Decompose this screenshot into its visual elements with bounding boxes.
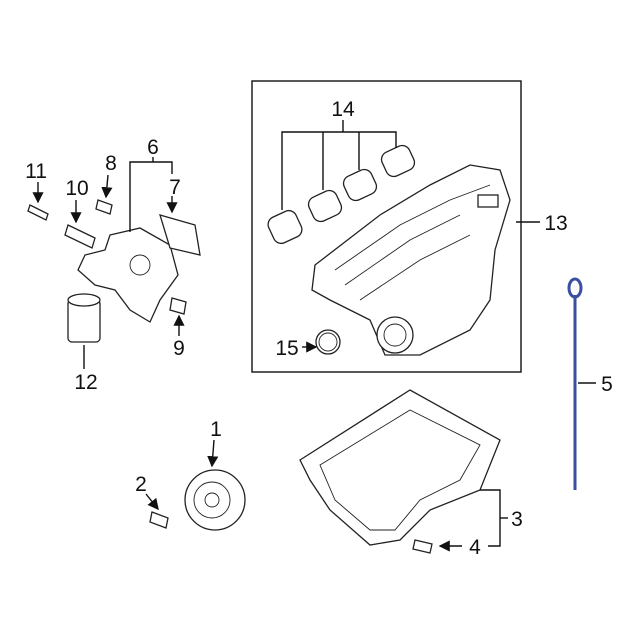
oil-filter xyxy=(67,293,101,343)
housing-gasket xyxy=(159,214,201,256)
callout-1: 1 xyxy=(210,418,222,441)
intake-gaskets xyxy=(267,144,416,245)
callout-11: 11 xyxy=(25,160,47,183)
oil-dipstick xyxy=(567,277,583,490)
callout-9: 9 xyxy=(173,337,185,360)
intake-manifold-group-box xyxy=(251,80,522,373)
crankshaft-pulley xyxy=(184,469,246,531)
callout-13: 13 xyxy=(544,212,567,235)
callout-14: 14 xyxy=(331,98,355,121)
callout-6: 6 xyxy=(147,136,159,159)
callout-15: 15 xyxy=(275,337,298,360)
callout-5: 5 xyxy=(601,373,613,396)
oil-pan xyxy=(299,389,501,546)
bolt-8 xyxy=(95,199,113,215)
callout-4: 4 xyxy=(469,536,481,559)
callout-7: 7 xyxy=(169,176,181,199)
callout-2: 2 xyxy=(135,473,147,496)
callout-3: 3 xyxy=(511,508,523,531)
sensor-9 xyxy=(169,297,187,315)
callout-10: 10 xyxy=(65,177,88,200)
o-ring xyxy=(315,329,341,355)
callout-12: 12 xyxy=(74,371,97,394)
leader-lines xyxy=(32,120,596,552)
intake-manifold xyxy=(311,164,511,356)
bolt-4 xyxy=(412,539,433,554)
sensor-10 xyxy=(64,224,96,249)
bolt-11 xyxy=(27,204,49,221)
bolt-2 xyxy=(149,511,169,529)
callout-8: 8 xyxy=(105,152,117,175)
